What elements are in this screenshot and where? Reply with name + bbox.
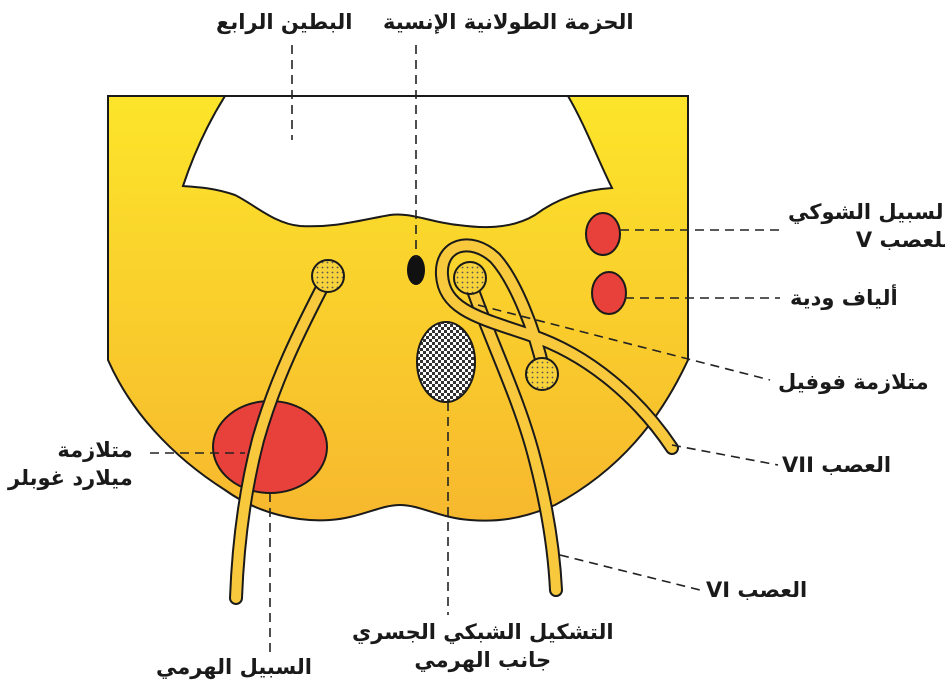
label-millard-gubler-line2: ميلارد غوبلر — [8, 466, 133, 490]
facial-nucleus-icon — [525, 357, 559, 391]
label-spinal-tract-v-line2: للعصب V — [855, 228, 945, 252]
label-pprf-line1: التشكيل الشبكي الجسري — [352, 620, 614, 644]
label-millard-gubler: متلازمة ميلارد غوبلر — [8, 436, 133, 492]
pprf-checkered-icon — [416, 321, 476, 403]
label-millard-gubler-line1: متلازمة — [57, 438, 133, 462]
pyramidal-nucleus-icon — [311, 259, 345, 293]
label-fourth-ventricle: البطين الرابع — [216, 10, 353, 34]
label-facial-colliculus: متلازمة فوفيل — [778, 370, 929, 394]
leader-lines — [150, 45, 780, 655]
label-pprf-line2: جانب الهرمي — [414, 648, 552, 672]
fourth-ventricle-shape — [181, 95, 614, 229]
label-nerve-vi: العصب VI — [706, 578, 808, 602]
label-pyramidal-tract: السبيل الهرمي — [156, 655, 312, 679]
label-spinal-tract-v: السبيل الشوكي للعصب V — [788, 198, 945, 254]
label-pprf: التشكيل الشبكي الجسري جانب الهرمي — [352, 618, 614, 674]
label-mlf: الحزمة الطولانية الإنسية — [383, 10, 634, 34]
solitary-fibers-nucleus — [591, 271, 627, 315]
spinal-tract-v-nucleus — [585, 212, 621, 256]
abducens-nucleus-icon — [453, 261, 487, 295]
label-spinal-tract-v-line1: السبيل الشوكي — [788, 200, 945, 224]
label-solitary-fibers: ألياف ودية — [790, 286, 898, 310]
medial-longitudinal-fasciculus-shape — [407, 255, 425, 285]
label-nerve-vii: العصب VII — [782, 453, 892, 477]
